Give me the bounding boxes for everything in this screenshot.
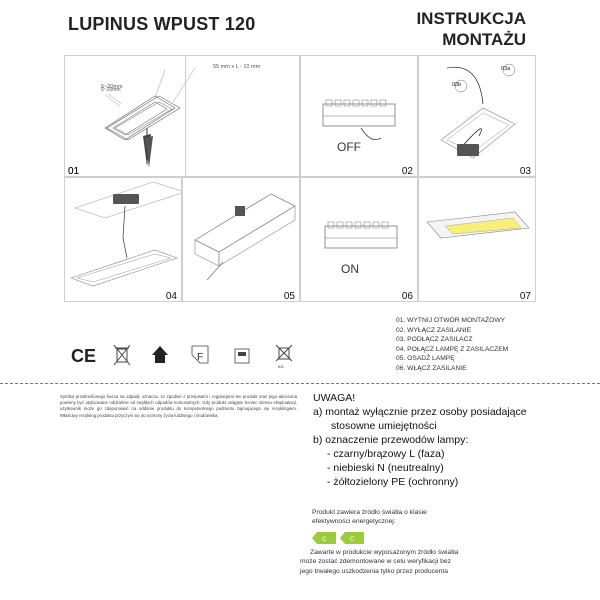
waste-bin-icon	[112, 343, 132, 372]
step-number: 01	[68, 166, 80, 177]
step-01-panel: 5~20mm 01	[64, 55, 186, 177]
step-03-number: 03	[519, 166, 531, 177]
recycling-notice: Symbol przekreślonego kosza na odpady oz…	[60, 394, 297, 418]
light-source-line-2: może zostać zdemontowane w celu weryfika…	[300, 558, 451, 566]
connector-tag-03a: 03a	[501, 66, 511, 72]
section-divider	[0, 383, 600, 385]
step-05-number: 05	[283, 291, 295, 302]
instruction-grid: 5~20mm 01 5~20mm 55 mm x L - 10 mm 01 OF…	[64, 55, 536, 302]
step-item: 06. WŁĄCZ ZASILANIE	[396, 364, 467, 372]
step-01-frame: 5~20mm 55 mm x L - 10 mm 01	[64, 55, 300, 177]
ce-mark-text: CE	[71, 346, 96, 366]
step-01-number: 01	[68, 166, 80, 177]
warning-title: UWAGA!	[313, 392, 356, 404]
energy-badge-1	[312, 532, 336, 544]
house-icon	[150, 343, 170, 372]
step-item: 04. POŁĄCZ LAMPĘ Z ZASILACZEM	[396, 345, 509, 353]
energy-class-line-2: efektywności energetycznej:	[312, 518, 396, 525]
connector-tag-03b: 03b	[452, 82, 462, 88]
depth-label: 5~20mm	[101, 87, 121, 93]
energy-badge-2-label: C	[350, 537, 355, 543]
warning-block: UWAGA! a) montaż wyłącznie przez osoby p…	[313, 391, 527, 489]
step-03-panel: 03b 03a 03	[418, 55, 536, 177]
step-item: 01. WYTNIJ OTWÓR MONTAŻOWY	[396, 317, 506, 324]
warning-item-a-cont: stosowne umiejętności	[331, 420, 437, 432]
step-item: 03. PODŁĄCZ ZASILACZ	[396, 336, 473, 344]
certification-icons: CE F KG	[70, 343, 306, 373]
terminal-block-on-illustration	[324, 221, 398, 249]
instructions-heading: INSTRUKCJA MONTAŻU	[416, 8, 526, 50]
step-06-panel: ON 06	[300, 177, 418, 302]
power-state-on: ON	[341, 262, 359, 276]
step-02-panel: OFF 02	[300, 55, 418, 177]
connect-driver-illustration	[440, 63, 516, 159]
cutout-size-dimension: 55 mm x L - 10 mm	[213, 64, 261, 70]
depth-dimension: 5~20mm	[101, 84, 123, 90]
energy-badge-2	[340, 532, 364, 544]
instructions-line-1: INSTRUKCJA	[416, 9, 526, 28]
energy-badge-1-label: C	[322, 537, 327, 543]
instructions-line-2: MONTAŻU	[442, 30, 526, 49]
light-source-notice: Zawarte w produkcie wyposażonym źródło ś…	[300, 548, 510, 576]
step-04-panel: 04	[64, 177, 182, 302]
step-05-panel: 05	[182, 177, 300, 302]
step-list: 01. WYTNIJ OTWÓR MONTAŻOWY 02. WYŁĄCZ ZA…	[396, 316, 508, 374]
light-source-line-1: Zawarte w produkcie wyposażonym źródło ś…	[310, 549, 459, 556]
step-item: 05. OSADŹ LAMPĘ	[396, 355, 455, 363]
energy-class-text: Produkt zawiera źródło światła o klasie …	[312, 508, 427, 526]
light-source-line-3: jego trwałego uszkodzenia tylko przez pr…	[300, 567, 448, 575]
f-mark-icon: F	[190, 343, 210, 372]
product-title: LUPINUS WPUST 120	[68, 14, 256, 34]
wire-color-pe: - żółtozielony PE (ochronny)	[327, 476, 459, 488]
step-07-panel: 07	[418, 177, 536, 302]
connect-lamp-illustration	[70, 181, 181, 287]
step-06-number: 06	[401, 291, 413, 302]
installed-lamp-illustration	[426, 211, 530, 239]
wire-color-l: - czarny/brązowy L (faza)	[327, 448, 445, 460]
terminal-block-off-illustration	[322, 99, 396, 141]
insert-lamp-illustration	[194, 193, 296, 281]
warning-item-b: b) oznaczenie przewodów lampy:	[313, 434, 469, 446]
wire-color-n: - niebieski N (neutrealny)	[327, 462, 444, 474]
weight-unit: KG	[278, 364, 284, 369]
step-07-number: 07	[519, 291, 531, 302]
step-04-number: 04	[165, 291, 177, 302]
f-mark-text: F	[197, 352, 203, 363]
energy-class-line-1: Produkt zawiera źródło światła o klasie	[312, 509, 427, 516]
step-item: 02. WYŁĄCZ ZASILANIE	[396, 326, 472, 334]
weight-icon	[232, 343, 252, 372]
step-02-number: 02	[401, 166, 413, 177]
cutout-illustration	[106, 67, 196, 168]
energy-class-badges: C C	[312, 531, 372, 545]
no-bin-icon: KG	[274, 343, 294, 374]
ce-mark-icon: CE	[70, 343, 96, 372]
power-state-off: OFF	[337, 140, 361, 154]
warning-item-a: a) montaż wyłącznie przez osoby posiadaj…	[313, 406, 527, 418]
